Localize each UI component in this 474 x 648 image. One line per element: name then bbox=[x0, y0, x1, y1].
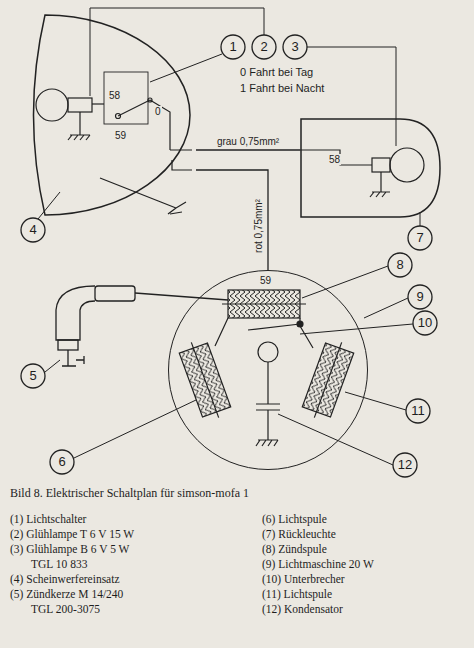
callout-circles bbox=[21, 35, 437, 477]
parts-list-entry: TGL 200-3075 bbox=[31, 602, 100, 616]
parts-list-entry: (1) Lichtschalter bbox=[10, 512, 86, 526]
callout-number: 3 bbox=[291, 40, 298, 54]
figure-caption: Bild 8. Elektrischer Schaltplan für sims… bbox=[10, 486, 249, 500]
parts-list-entry: (6) Lichtspule bbox=[262, 512, 327, 526]
callout-number: 12 bbox=[398, 458, 412, 472]
wire-label: rot 0,75mm² bbox=[253, 197, 264, 255]
parts-list-entry: (11) Lichtspule bbox=[262, 587, 332, 601]
callout-number: 7 bbox=[416, 231, 423, 245]
parts-list-entry: (10) Unterbrecher bbox=[262, 572, 345, 586]
magneto-parts bbox=[177, 290, 356, 446]
parts-list-entry: (4) Scheinwerfereinsatz bbox=[10, 572, 120, 586]
terminal-number: 59 bbox=[114, 130, 127, 141]
wire-label: grau 0,75mm² bbox=[215, 136, 281, 147]
callout-number: 11 bbox=[411, 404, 425, 418]
terminal-number: 0 bbox=[154, 106, 162, 117]
switch-position-note: 0 Fahrt bei Tag bbox=[240, 66, 313, 79]
callout-number: 9 bbox=[416, 290, 423, 304]
parts-list-entry: (3) Glühlampe B 6 V 5 W bbox=[10, 542, 129, 556]
magneto-node: 59 bbox=[168, 270, 368, 470]
wire bbox=[196, 149, 300, 150]
callout-number: 5 bbox=[29, 369, 36, 383]
switch-position-note: 1 Fahrt bei Nacht bbox=[240, 82, 324, 95]
headlamp-node: 58 0 59 bbox=[20, 12, 196, 218]
tail-lamp-outline bbox=[300, 118, 442, 218]
parts-list-entry: (5) Zündkerze M 14/240 bbox=[10, 587, 123, 601]
terminal-number: 58 bbox=[328, 154, 341, 165]
parts-list-entry: (7) Rückleuchte bbox=[262, 527, 336, 541]
tail-lamp-node: 58 bbox=[300, 118, 442, 218]
callout-number: 10 bbox=[418, 316, 432, 330]
callout-number: 4 bbox=[29, 223, 36, 237]
parts-list-entry: TGL 10 833 bbox=[31, 557, 87, 571]
terminal-number: 58 bbox=[108, 90, 121, 101]
spark-plug bbox=[56, 286, 228, 366]
headlamp-outline bbox=[20, 12, 196, 218]
callout-number: 6 bbox=[58, 455, 65, 469]
tail-lamp-parts bbox=[300, 148, 424, 197]
callout-number: 8 bbox=[396, 258, 403, 272]
callout-number: 1 bbox=[229, 40, 236, 54]
terminal-number: 59 bbox=[259, 275, 272, 286]
headlamp-parts bbox=[36, 72, 192, 214]
parts-list-entry: (9) Lichtmaschine 20 W bbox=[262, 557, 374, 571]
wire bbox=[196, 170, 268, 270]
parts-list-entry: (2) Glühlampe T 6 V 15 W bbox=[10, 527, 134, 541]
parts-list-entry: (8) Zündspule bbox=[262, 542, 327, 556]
parts-list-entry: (12) Kondensator bbox=[262, 602, 343, 616]
callout-number: 2 bbox=[260, 40, 267, 54]
leader-lines bbox=[38, 8, 420, 465]
